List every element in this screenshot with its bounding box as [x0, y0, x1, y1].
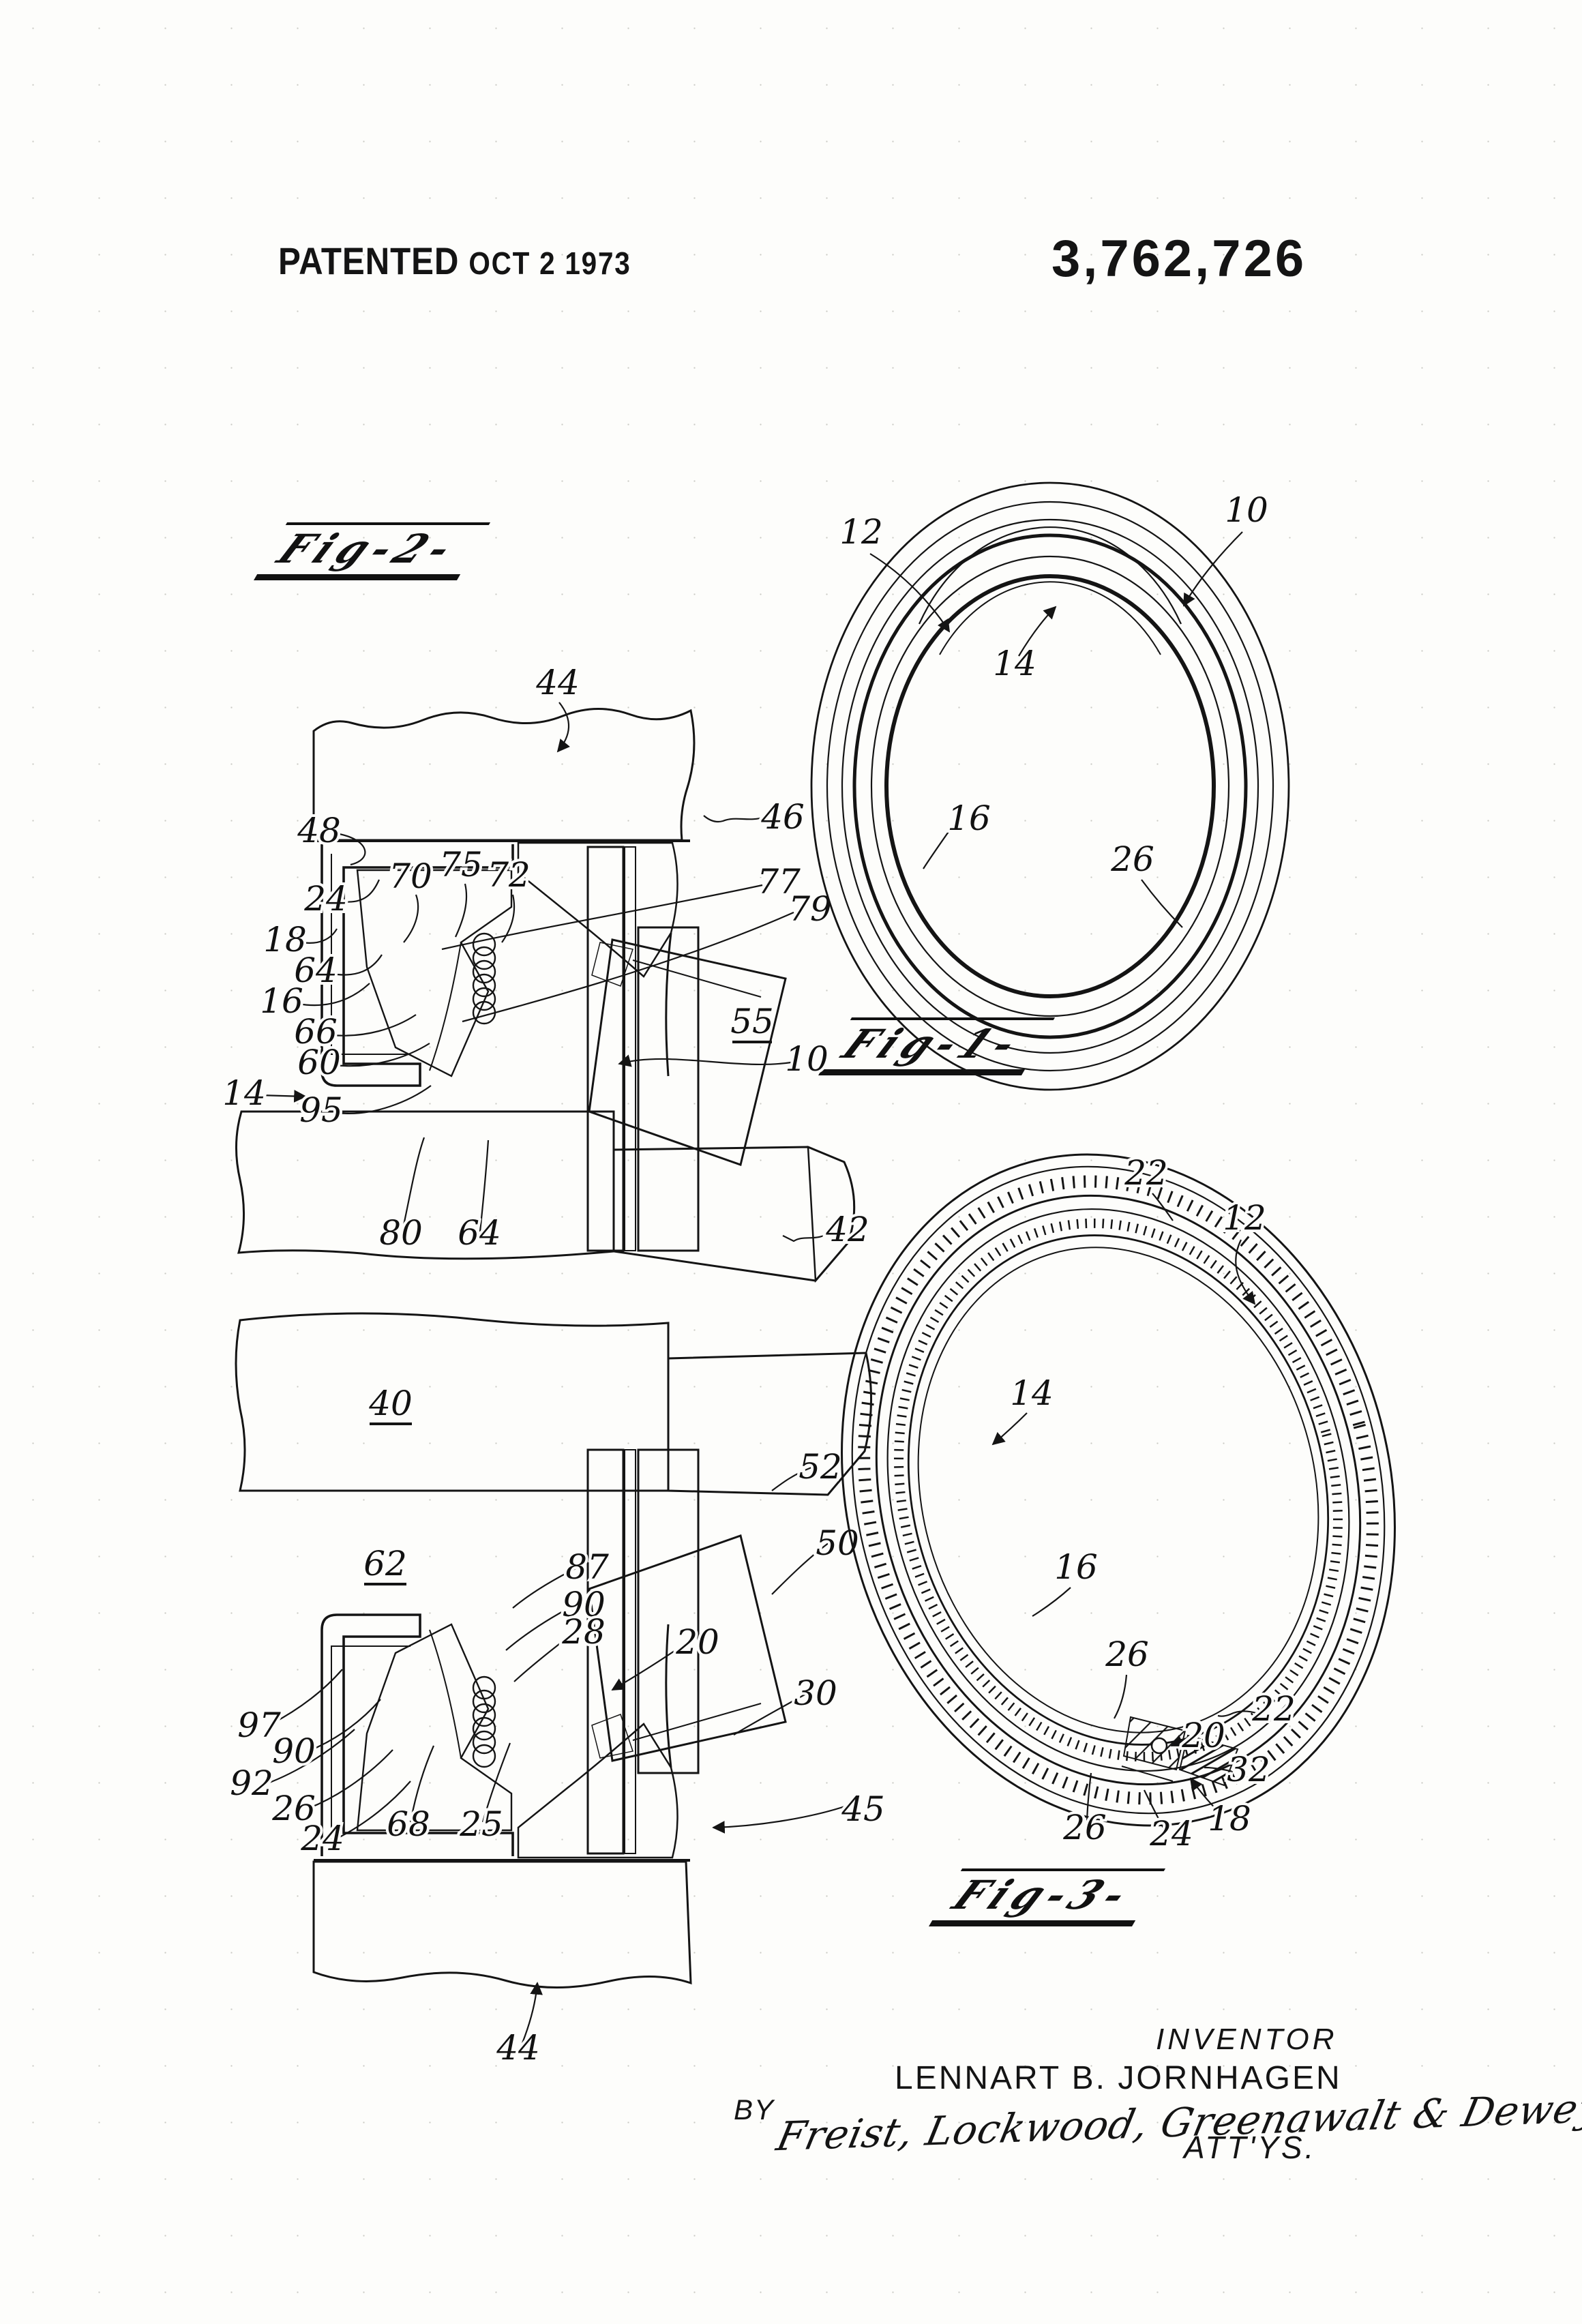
ref-numeral: 66	[294, 1012, 338, 1052]
ref-numeral: 10	[785, 1039, 829, 1079]
ref-numeral: 64	[458, 1213, 501, 1253]
ref-numeral: 26	[271, 1789, 316, 1828]
ref-numeral: 68	[387, 1804, 430, 1844]
ref-numeral: 79	[788, 889, 832, 929]
ref-numeral: 26	[1062, 1808, 1107, 1847]
ref-numeral: 42	[825, 1210, 869, 1249]
ref-numeral: 55	[730, 1002, 774, 1041]
fig1-leader-lines	[869, 531, 1243, 928]
ref-numeral: 46	[760, 797, 805, 837]
fig2-leader-lines	[258, 702, 848, 2044]
label-backdrop	[357, 1547, 415, 1586]
lower-housing-block	[312, 1859, 692, 1989]
patent-date-stamp: PATENTED OCT 2 1973	[278, 239, 631, 283]
patent-number: 3,762,726	[1051, 230, 1307, 288]
ref-numeral: 80	[379, 1213, 423, 1253]
ref-numeral: 22	[1251, 1689, 1296, 1729]
lower-shaft-section	[235, 1312, 873, 1496]
ref-numeral: 72	[487, 855, 531, 895]
figure-3-drawing: 22 12 14 16 26 22 20 32 18 24 26	[841, 1150, 1396, 1856]
ref-numeral: 26	[1105, 1635, 1149, 1674]
ref-numeral: 44	[535, 663, 580, 702]
attorneys-label: ATT'YS.	[1184, 2130, 1317, 2165]
seal-cartridge-section	[320, 841, 787, 1252]
attorney-signature-line: BY Freist, Lockwood, Greenawalt & Dewey	[734, 2085, 1582, 2160]
ref-numeral: 24	[300, 1819, 344, 1858]
ref-numeral: 20	[675, 1622, 719, 1662]
fig3-leader-lines	[991, 1193, 1257, 1834]
inventor-heading: INVENTOR	[1156, 2023, 1338, 2056]
ref-numeral: 30	[794, 1673, 837, 1713]
ref-numeral: 16	[1054, 1547, 1098, 1587]
ref-numeral: 90	[272, 1731, 316, 1771]
ref-numeral: 20	[1181, 1716, 1225, 1755]
ref-numeral: 10	[1225, 490, 1268, 530]
ring-lock-joint	[1121, 1716, 1239, 1787]
ref-numeral: 14	[993, 644, 1036, 683]
ref-numeral: 14	[1010, 1373, 1054, 1413]
upper-shaft-section	[235, 1110, 856, 1283]
ref-numeral: 14	[222, 1073, 266, 1113]
ref-numeral: 64	[294, 951, 338, 990]
ref-numeral: 62	[363, 1544, 407, 1583]
ref-numeral: 16	[947, 799, 991, 838]
ref-numeral: 52	[799, 1447, 842, 1487]
ref-numeral: 18	[1208, 1799, 1251, 1838]
ref-numeral: 87	[565, 1547, 609, 1587]
ref-numeral: 25	[459, 1804, 503, 1844]
ref-numeral: 97	[237, 1705, 281, 1745]
figure-2-drawing: 44 48 46 24 70 75 72 77 79 18 64 16 66 6…	[220, 660, 888, 2070]
ref-numeral: 45	[841, 1789, 885, 1829]
ref-numeral: 18	[263, 920, 307, 959]
attorney-signature: Freist, Lockwood, Greenawalt & Dewey	[773, 2084, 1582, 2160]
inventor-name: LENNART B. JORNHAGEN	[895, 2060, 1342, 2096]
ref-numeral: 22	[1124, 1153, 1168, 1193]
seal-ring-perspective	[841, 1153, 1396, 1827]
ref-numeral: 12	[1223, 1198, 1266, 1238]
ref-numeral: 24	[303, 879, 348, 919]
ref-numeral: 24	[1149, 1814, 1193, 1853]
fig2-reference-numerals: 44 48 46 24 70 75 72 77 79 18 64 16 66 6…	[220, 660, 888, 2070]
fig1-reference-numerals: 12 10 14 16 26	[837, 488, 1271, 882]
rim-hatch-band	[858, 1175, 1379, 1805]
ref-numeral: 48	[297, 811, 341, 850]
ref-numeral: 92	[230, 1763, 273, 1803]
ref-numeral: 60	[297, 1043, 341, 1082]
ref-numeral: 28	[561, 1612, 606, 1652]
ref-numeral: 95	[299, 1090, 343, 1130]
ref-numeral: 16	[260, 981, 303, 1021]
by-label: BY	[734, 2094, 775, 2126]
fig3-reference-numerals: 22 12 14 16 26 22 20 32 18 24 26	[1007, 1150, 1298, 1856]
label-backdrop	[363, 1386, 420, 1425]
ref-numeral: 75	[439, 845, 483, 884]
ref-numeral: 26	[1110, 839, 1154, 879]
ref-numeral: 70	[389, 856, 432, 896]
seal-ring-face	[810, 481, 1290, 1091]
patented-label: PATENTED	[278, 239, 460, 282]
ref-numeral: 40	[368, 1384, 413, 1423]
ref-numeral: 12	[839, 512, 883, 552]
ref-numeral: 44	[496, 2028, 540, 2068]
ref-numeral: 77	[757, 862, 801, 902]
upper-housing-block	[312, 707, 696, 842]
patent-date: OCT 2 1973	[468, 245, 631, 281]
figure-1-drawing: 12 10 14 16 26	[810, 481, 1290, 1091]
fig2-caption: Fig-2-	[254, 522, 491, 580]
ref-numeral: 32	[1227, 1750, 1270, 1789]
ref-numeral: 90	[562, 1585, 606, 1624]
